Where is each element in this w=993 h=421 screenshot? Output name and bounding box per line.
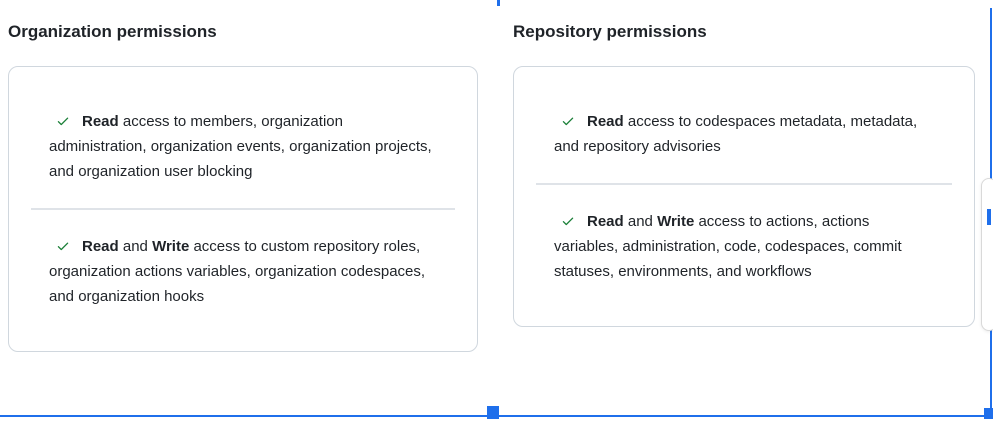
permission-level: Write: [657, 213, 694, 230]
check-icon: [56, 114, 70, 128]
check-icon: [56, 239, 70, 253]
repository-permissions-card: Read access to codespaces metadata, meta…: [513, 66, 975, 327]
permission-level: Write: [152, 238, 189, 255]
selection-handle-bottom-right[interactable]: [984, 408, 993, 419]
selection-handle-right-middle[interactable]: [987, 209, 991, 225]
permission-item-org-read: Read access to members, organization adm…: [9, 85, 477, 208]
permission-conjunction: and: [624, 213, 657, 230]
organization-permissions-panel: Organization permissions Read access to …: [8, 14, 478, 352]
organization-permissions-card: Read access to members, organization adm…: [8, 66, 478, 352]
permission-level: Read: [82, 238, 119, 255]
selection-handle-bottom-center[interactable]: [487, 406, 499, 419]
check-icon: [561, 214, 575, 228]
permission-level: Read: [587, 213, 624, 230]
organization-permissions-heading: Organization permissions: [8, 22, 478, 42]
permission-item-repo-read: Read access to codespaces metadata, meta…: [514, 85, 974, 183]
repository-permissions-panel: Repository permissions Read access to co…: [513, 14, 975, 327]
permission-item-repo-read-write: Read and Write access to actions, action…: [514, 185, 974, 308]
scrollbar-thumb[interactable]: [981, 178, 993, 331]
selection-handle-top-center[interactable]: [497, 0, 500, 6]
permission-item-org-read-write: Read and Write access to custom reposito…: [9, 210, 477, 333]
check-icon: [561, 114, 575, 128]
permission-level: Read: [587, 113, 624, 130]
repository-permissions-heading: Repository permissions: [513, 22, 975, 42]
permission-level: Read: [82, 113, 119, 130]
permission-conjunction: and: [119, 238, 152, 255]
